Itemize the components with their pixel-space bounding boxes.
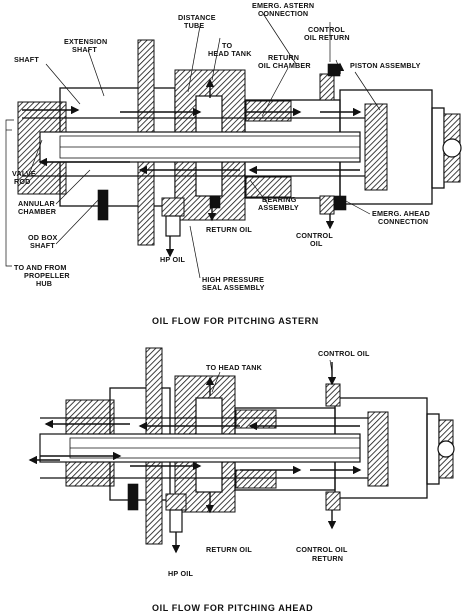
ahead-labels: TO HEAD TANK CONTROL OIL RETURN OIL CONT… xyxy=(168,349,370,578)
label-extension: EXTENSION xyxy=(64,37,107,46)
label-emerg-astern-connection: CONNECTION xyxy=(258,9,308,18)
ahead-assembly-drawing xyxy=(28,347,455,554)
label-head-tank: HEAD TANK xyxy=(208,49,252,58)
label-control-oil-return-2: RETURN xyxy=(312,554,343,563)
label-to-and-from: TO AND FROM xyxy=(14,263,67,272)
label-control: CONTROL xyxy=(308,25,345,34)
label-control-oil-return-1: CONTROL OIL xyxy=(296,545,348,554)
label-hp-oil: HP OIL xyxy=(160,255,185,264)
label-od-box-shaft: SHAFT xyxy=(30,241,55,250)
label-emerg-astern: EMERG. ASTERN xyxy=(252,1,314,10)
label-oil-2: OIL xyxy=(310,239,323,248)
label-piston-assembly: PISTON ASSEMBLY xyxy=(350,61,421,70)
astern-labels: EMERG. ASTERN CONNECTION DISTANCE TUBE E… xyxy=(12,1,430,292)
label-oil-return: OIL RETURN xyxy=(304,33,350,42)
label-shaft: SHAFT xyxy=(14,55,39,64)
label-chamber: CHAMBER xyxy=(18,207,57,216)
label-distance: DISTANCE xyxy=(178,13,216,22)
label-bearing: BEARING xyxy=(262,195,297,204)
label-extension-shaft: SHAFT xyxy=(72,45,97,54)
label-hub: HUB xyxy=(36,279,52,288)
label-annular: ANNULAR xyxy=(18,199,56,208)
label-hp-oil-bottom: HP OIL xyxy=(168,569,193,578)
label-valve: VALVE xyxy=(12,169,36,178)
label-od-box: OD BOX xyxy=(28,233,58,242)
caption-pitching-astern: OIL FLOW FOR PITCHING ASTERN xyxy=(152,316,319,326)
label-return-oil-bottom: RETURN OIL xyxy=(206,545,252,554)
label-rod: ROD xyxy=(14,177,31,186)
label-to-head-tank: TO HEAD TANK xyxy=(206,363,263,372)
label-bearing-assembly: ASSEMBLY xyxy=(258,203,299,212)
label-to: TO xyxy=(222,41,232,50)
label-control-oil: CONTROL OIL xyxy=(318,349,370,358)
caption-pitching-ahead: OIL FLOW FOR PITCHING AHEAD xyxy=(152,603,313,613)
label-tube: TUBE xyxy=(184,21,204,30)
label-emerg-ahead: EMERG. AHEAD xyxy=(372,209,430,218)
label-control-2: CONTROL xyxy=(296,231,333,240)
astern-assembly-drawing xyxy=(5,11,462,279)
label-oil-chamber: OIL CHAMBER xyxy=(258,61,311,70)
label-propeller: PROPELLER xyxy=(24,271,70,280)
label-emerg-ahead-connection: CONNECTION xyxy=(378,217,428,226)
label-seal-assembly: SEAL ASSEMBLY xyxy=(202,283,265,292)
label-return-oil: RETURN OIL xyxy=(206,225,252,234)
label-return: RETURN xyxy=(268,53,299,62)
label-high-pressure: HIGH PRESSURE xyxy=(202,275,264,284)
